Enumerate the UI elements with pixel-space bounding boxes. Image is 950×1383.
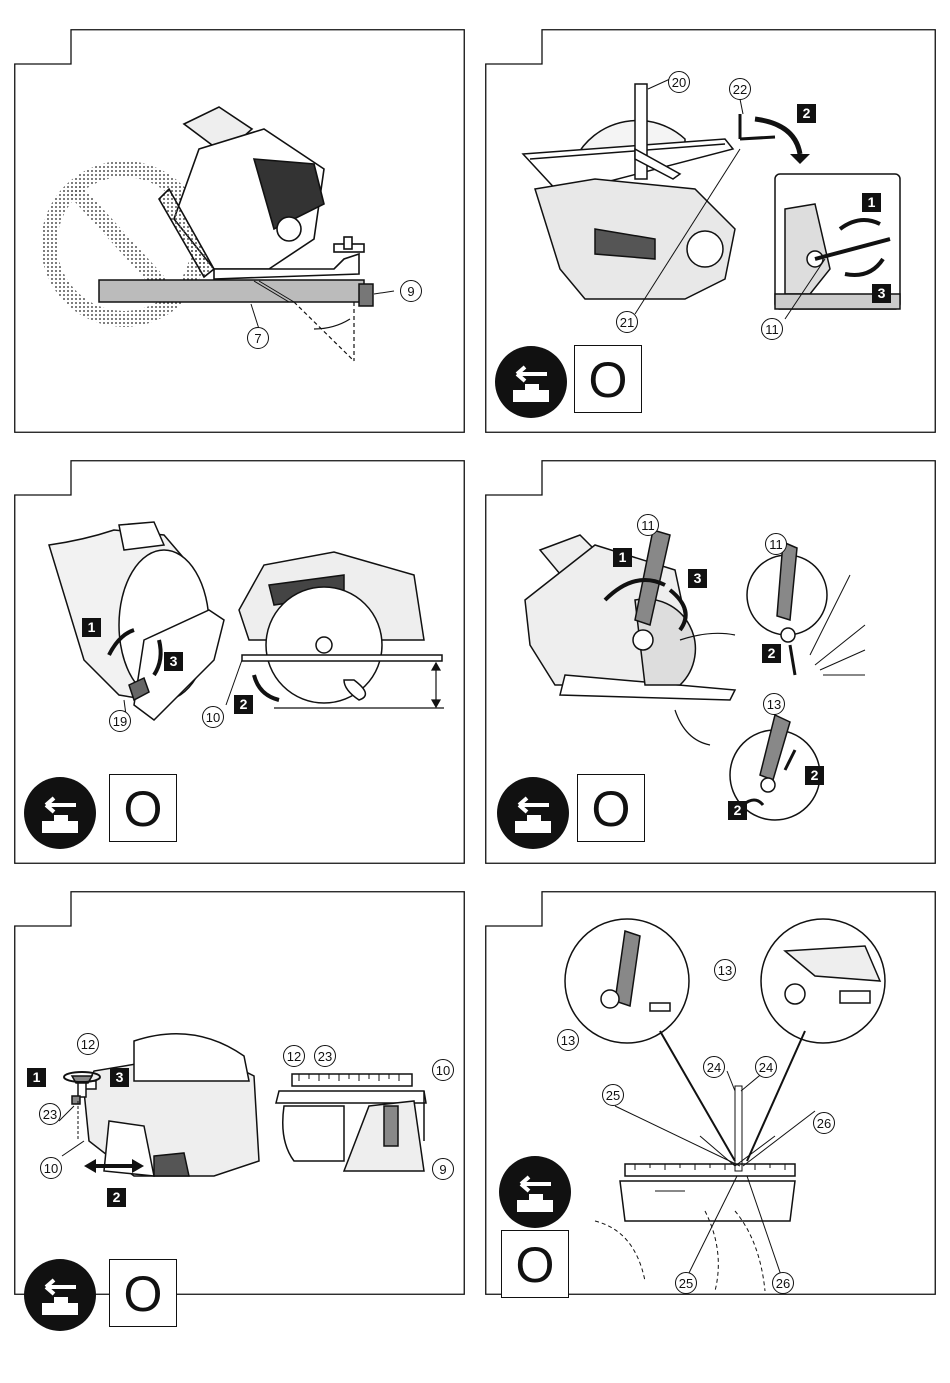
callout-10: 10: [40, 1157, 62, 1179]
panel-bevel-adjust: 11 11 13 1 3 2 2 2 O: [485, 460, 936, 864]
panel-no-bevel-cut: 9 7: [14, 29, 465, 433]
step-label: 2: [762, 644, 781, 663]
step-label: 2: [107, 1188, 126, 1207]
panel-guide-adjust: 12 23 10 12 23 10 9 1 3 2: [14, 891, 465, 1295]
callout-11: 11: [637, 514, 659, 536]
callout-26: 26: [772, 1272, 794, 1294]
callout-24: 24: [755, 1056, 777, 1078]
callout-9: 9: [432, 1158, 454, 1180]
step-label: 3: [872, 284, 891, 303]
step-label: 2: [728, 801, 747, 820]
callout-24: 24: [703, 1056, 725, 1078]
step-label: 2: [797, 104, 816, 123]
callout-26: 26: [813, 1112, 835, 1134]
callout-11: 11: [765, 533, 787, 555]
panel-cutting-line: 13 13 24 24 25 26 25 26 O: [485, 891, 936, 1295]
step-label: 1: [613, 548, 632, 567]
step-label: 3: [164, 652, 183, 671]
step-label: 3: [688, 569, 707, 588]
switch-off-symbol: O: [574, 345, 642, 413]
callout-23: 23: [314, 1045, 336, 1067]
callout-23: 23: [39, 1103, 61, 1125]
switch-off-symbol: O: [501, 1230, 569, 1298]
battery-remove-icon: [499, 1156, 571, 1228]
callout-10: 10: [202, 706, 224, 728]
callout-13: 13: [714, 959, 736, 981]
callout-12: 12: [283, 1045, 305, 1067]
callout-19: 19: [109, 710, 131, 732]
illustration-no-bevel-cut: [14, 29, 465, 433]
callout-7: 7: [247, 327, 269, 349]
callout-9: 9: [400, 280, 422, 302]
step-label: 1: [862, 193, 881, 212]
step-label: 2: [234, 695, 253, 714]
switch-off-symbol: O: [109, 1259, 177, 1327]
callout-13: 13: [557, 1029, 579, 1051]
battery-remove-icon: [24, 777, 96, 849]
callout-10: 10: [432, 1059, 454, 1081]
workpiece: [99, 280, 373, 306]
callout-21: 21: [616, 311, 638, 333]
step-label: 1: [82, 618, 101, 637]
step-label: 2: [805, 766, 824, 785]
callout-22: 22: [729, 78, 751, 100]
battery-remove-icon: [497, 777, 569, 849]
callout-25: 25: [675, 1272, 697, 1294]
illustration-guide-adjust: [14, 891, 465, 1295]
battery-remove-icon: [495, 346, 567, 418]
switch-off-symbol: O: [577, 774, 645, 842]
callout-11: 11: [761, 318, 783, 340]
battery-remove-icon: [24, 1259, 96, 1331]
callout-20: 20: [668, 71, 690, 93]
panel-blade-square-adjust: 20 22 21 11 2 1 3 O: [485, 29, 936, 433]
callout-12: 12: [77, 1033, 99, 1055]
step-label: 3: [110, 1068, 129, 1087]
step-label: 1: [27, 1068, 46, 1087]
callout-25: 25: [602, 1084, 624, 1106]
callout-13: 13: [763, 693, 785, 715]
switch-off-symbol: O: [109, 774, 177, 842]
panel-depth-adjust: 1 3 2 19 10 O: [14, 460, 465, 864]
